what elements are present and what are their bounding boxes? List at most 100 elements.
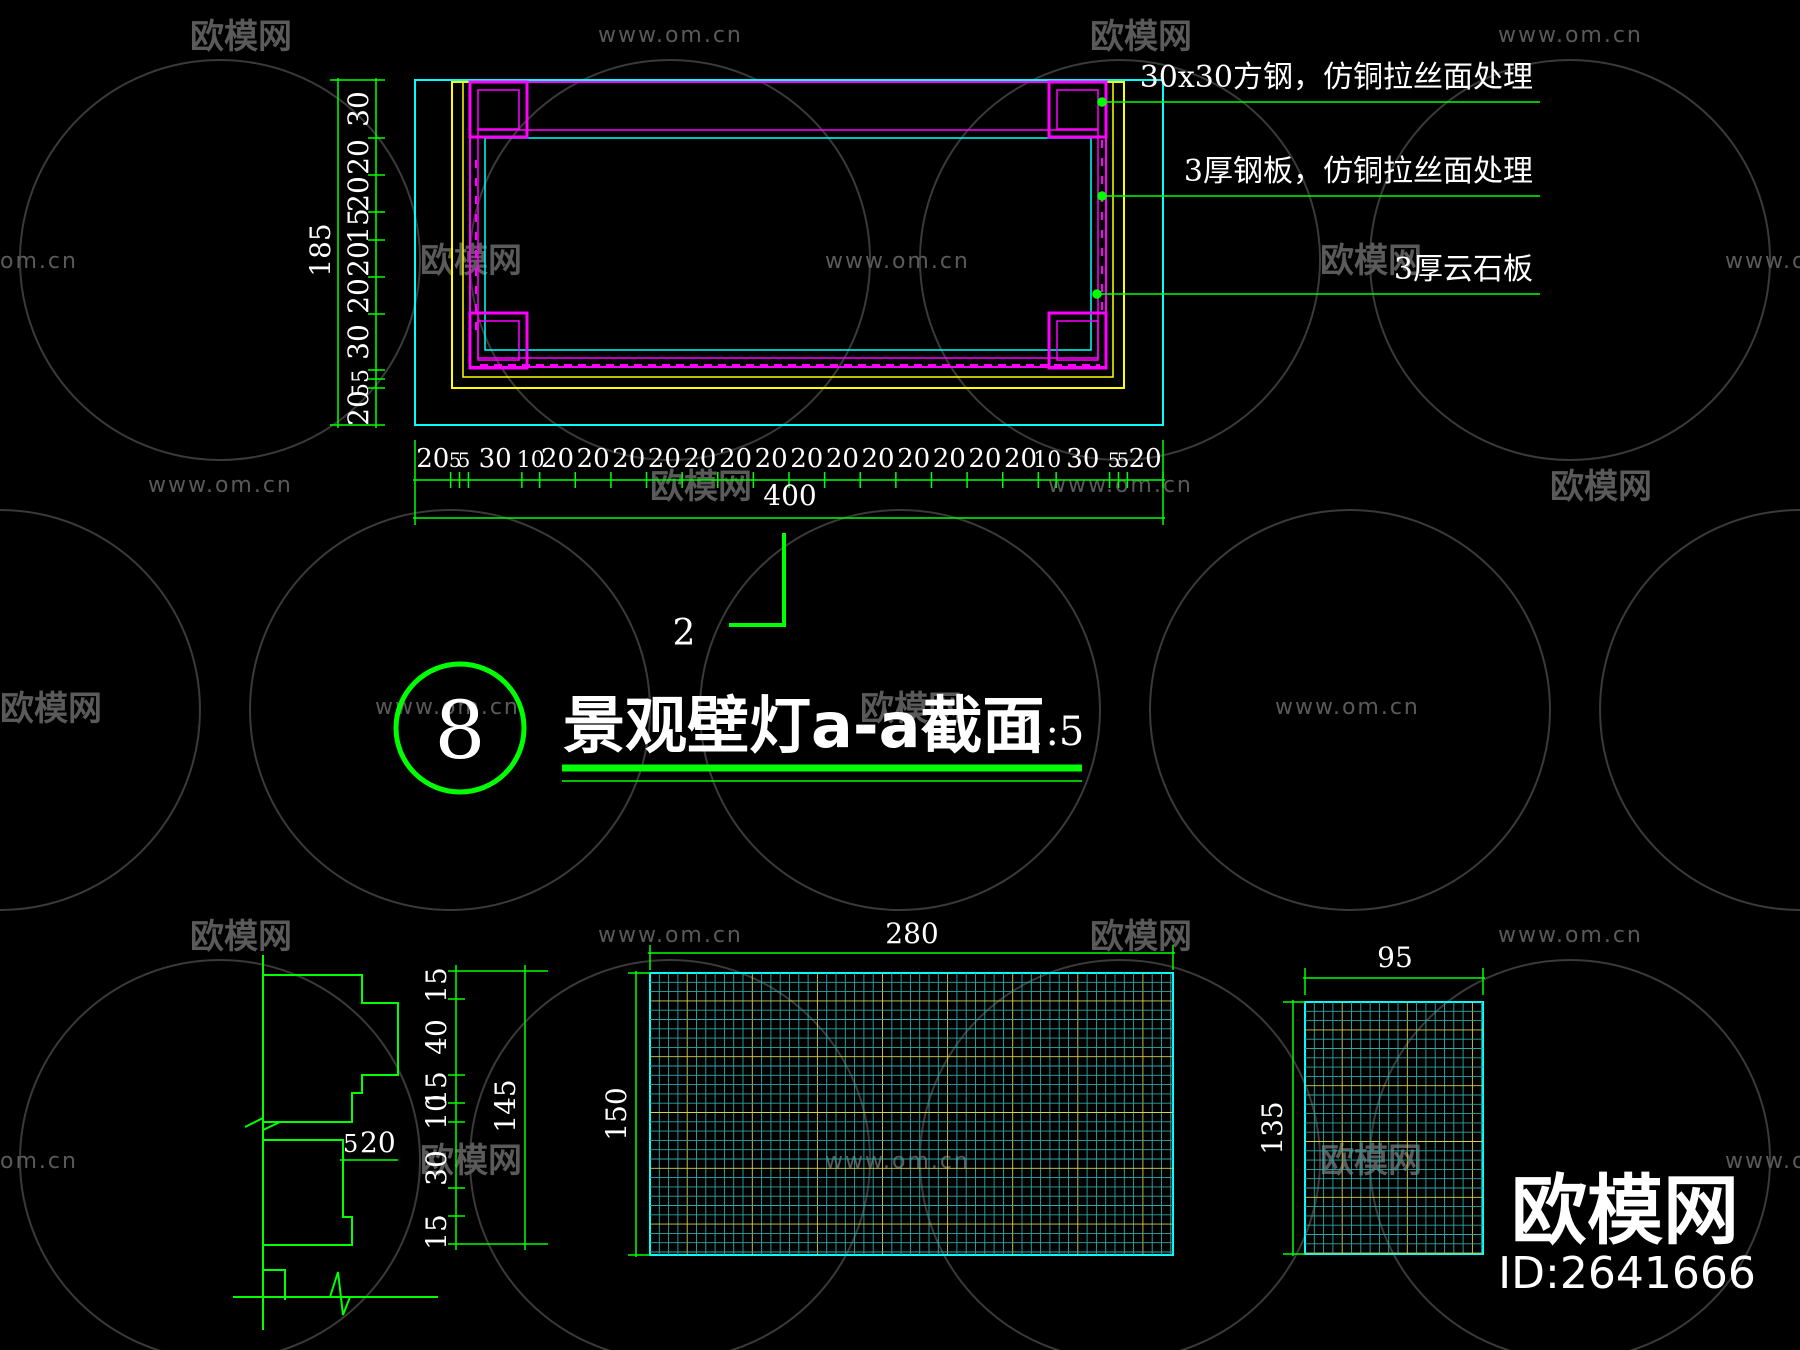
dim-label: 15 [420,1071,453,1107]
detail-circle [393,661,527,795]
watermark-texts: 欧模网 欧模网 欧模网 欧模网 欧模网 欧模网 欧模网 欧模网 欧模网 欧模网 … [0,17,1800,1181]
drawing-title: 景观壁灯a-a截面 [563,689,1044,762]
watermark-brand: 欧模网 [420,1141,522,1181]
dim-label: 20 [1004,444,1037,474]
dim-label: 20 [897,444,930,474]
side-profile [233,955,438,1330]
side-panel-frame [1304,1001,1484,1255]
watermark-url: www.om.cn [1498,923,1643,948]
section-cut-mark [729,533,786,627]
title-block: 8 景观壁灯a-a截面 1:5 [393,661,1084,795]
dim-label: 20 [719,444,752,474]
dim-total-width: 400 [763,479,816,512]
annotation-steel-plate: 3厚钢板，仿铜拉丝面处理 [1184,154,1533,189]
dim-label: 30 [342,91,375,127]
dim-label: 5 [349,369,374,383]
watermark-brand: 欧模网 [190,917,292,957]
annotation-marble-plate: 3厚云石板 [1394,252,1533,287]
dim-front-width: 280 [885,917,938,950]
dim-label: 20 [1129,444,1162,474]
vertical-dimension-chain [330,78,385,428]
front-panel-frame [649,972,1174,1256]
dim-label: 20 [968,444,1001,474]
watermark-url: www.om.cn [1048,473,1193,498]
watermark-brand: 欧模网 [0,689,102,729]
watermark-url: om.cn [0,249,78,274]
drawing-id: ID:2641666 [1498,1248,1756,1299]
dim-label: 20 [933,444,966,474]
dim-label: 15 [420,1214,453,1250]
dim-label: 20 [790,444,823,474]
marble-layer-inner [462,81,1114,378]
dim-label: 20 [342,139,375,175]
front-panel-dims [628,945,1175,1257]
leader-lines [1092,97,1540,299]
watermark-url: www.om.cn [1275,695,1420,720]
detail-number: 8 [435,684,486,777]
dim-label: 10 [420,1094,453,1130]
dim-front-height: 150 [600,1087,633,1140]
watermark-url: www.om.cn [825,1149,970,1174]
brand-logo: 欧模网 ID:2641666 [1498,1166,1756,1299]
section-drawing: 30x30方钢，仿铜拉丝面处理 3厚钢板，仿铜拉丝面处理 3厚云石板 185 3… [304,60,1540,654]
annotation-square-steel: 30x30方钢，仿铜拉丝面处理 [1140,60,1533,95]
steel-plate-inner [477,129,1099,359]
dim-label: 20 [342,390,375,426]
watermark-brand: 欧模网 [190,17,292,57]
dim-label: 30 [1066,444,1099,474]
watermark-brand: 欧模网 [650,467,752,507]
dim-label: 20 [755,444,788,474]
dim-label: 20 [342,241,375,277]
side-view: 15 40 15 10 30 15 145 5 20 [233,955,548,1330]
watermark-url: www.om.cn [598,923,743,948]
inner-cavity [484,137,1092,351]
dim-label: 40 [420,1019,453,1055]
drawing-scale: 1:5 [1020,709,1084,755]
dim-label: 30 [420,1150,453,1186]
dim-label: 20 [577,444,610,474]
dim-label: 5 [1108,448,1121,472]
dim-label: 5 [343,1130,358,1158]
vertical-dim-labels: 30 20 20 15 20 20 30 5 5 20 [342,91,375,426]
square-steel-tube [468,80,1108,370]
dim-label: 30 [342,324,375,360]
dim-side-width: 95 [1377,941,1413,974]
dim-label: 20 [862,444,895,474]
watermark-url: www.om.cn [1498,23,1643,48]
side-panel-dims [1283,968,1485,1256]
dim-side-total: 145 [489,1079,522,1132]
front-panel-grid [650,973,1173,1255]
watermark-url: www.om.cn [1725,1149,1800,1174]
marble-layer [451,81,1125,389]
watermark-url: www.om.cn [825,249,970,274]
dim-label: 20 [416,444,449,474]
dim-label: 10 [517,448,545,473]
dim-label: 5 [449,448,462,472]
watermark-brand: 欧模网 [1090,17,1192,57]
dim-label: 20 [826,444,859,474]
dim-label: 20 [342,176,375,212]
steel-plate [469,81,1107,368]
side-panel: 95 135 [1256,941,1485,1256]
dim-label: 15 [420,967,453,1003]
watermark-brand: 欧模网 [860,689,962,729]
section-mark-label: 2 [673,613,696,654]
side-dimension-chain [340,965,548,1250]
watermark-brand: 欧模网 [1550,467,1652,507]
front-panel: 280 150 [600,917,1175,1257]
outer-frame [414,79,1164,426]
dim-label: 20 [648,444,681,474]
dim-side-height: 135 [1256,1101,1289,1154]
dim-label: 20 [683,444,716,474]
dim-label: 20 [541,444,574,474]
side-panel-grid [1305,1002,1483,1254]
brand-logo-text: 欧模网 [1511,1166,1739,1255]
dim-label: 15 [342,208,375,244]
dim-label: 10 [1033,448,1061,473]
dim-label: 5 [349,383,374,397]
dim-label: 5 [1117,448,1130,472]
dim-label: 5 [458,448,471,472]
dim-label: 20 [612,444,645,474]
